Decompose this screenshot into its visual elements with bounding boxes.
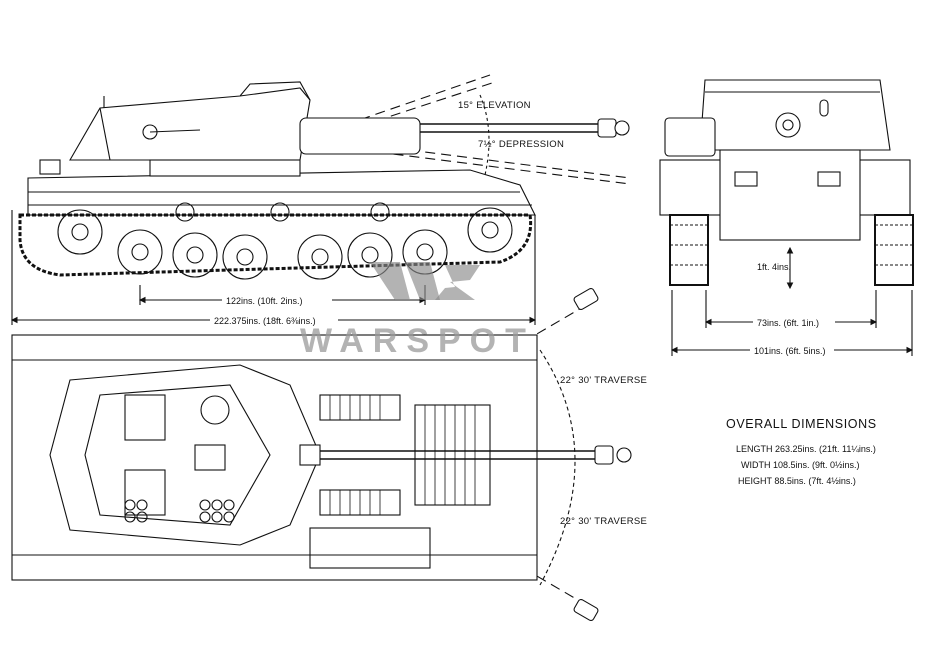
traverse-lower-label: 22° 30' TRAVERSE — [560, 516, 647, 527]
wheelbase-label: 122ins. (10ft. 2ins.) — [226, 296, 303, 306]
ground-clearance-label: 1ft. 4ins. — [757, 262, 791, 272]
traverse-upper-label: 22° 30' TRAVERSE — [560, 375, 647, 386]
engine-louvres — [414, 404, 491, 506]
depression-label: 7½° DEPRESSION — [478, 139, 564, 150]
hull-length-label: 222.375ins. (18ft. 6⅜ins.) — [214, 316, 316, 326]
overall-length: LENGTH 263.25ins. (21ft. 11¼ins.) — [736, 444, 876, 454]
muzzle-brake-top — [594, 445, 614, 465]
overall-width-label: 101ins. (6ft. 5ins.) — [754, 346, 826, 356]
front-view — [659, 79, 914, 356]
overall-dimensions-heading: OVERALL DIMENSIONS — [726, 417, 877, 431]
side-view — [10, 74, 631, 325]
gun-mantlet — [299, 117, 421, 155]
top-view — [11, 287, 632, 622]
left-track-front — [669, 214, 709, 286]
fighting-compartment — [49, 364, 321, 546]
track-centres-label: 73ins. (6ft. 1in.) — [757, 318, 819, 328]
watermark-logo — [370, 262, 480, 300]
traverse-arc — [539, 349, 576, 586]
muzzle-brake — [597, 118, 617, 138]
elevation-gun-line — [329, 74, 491, 131]
ammunition-rack — [124, 499, 235, 523]
overall-width: WIDTH 108.5ins. (9ft. 0½ins.) — [741, 460, 860, 470]
track — [18, 213, 533, 277]
front-gun-muzzle — [775, 112, 801, 138]
overall-height: HEIGHT 88.5ins. (7ft. 4½ins.) — [738, 476, 856, 486]
superstructure — [69, 87, 311, 161]
elevation-label: 15° ELEVATION — [458, 100, 531, 111]
watermark-text: WARSPOT — [300, 322, 535, 360]
right-track-front — [874, 214, 914, 286]
